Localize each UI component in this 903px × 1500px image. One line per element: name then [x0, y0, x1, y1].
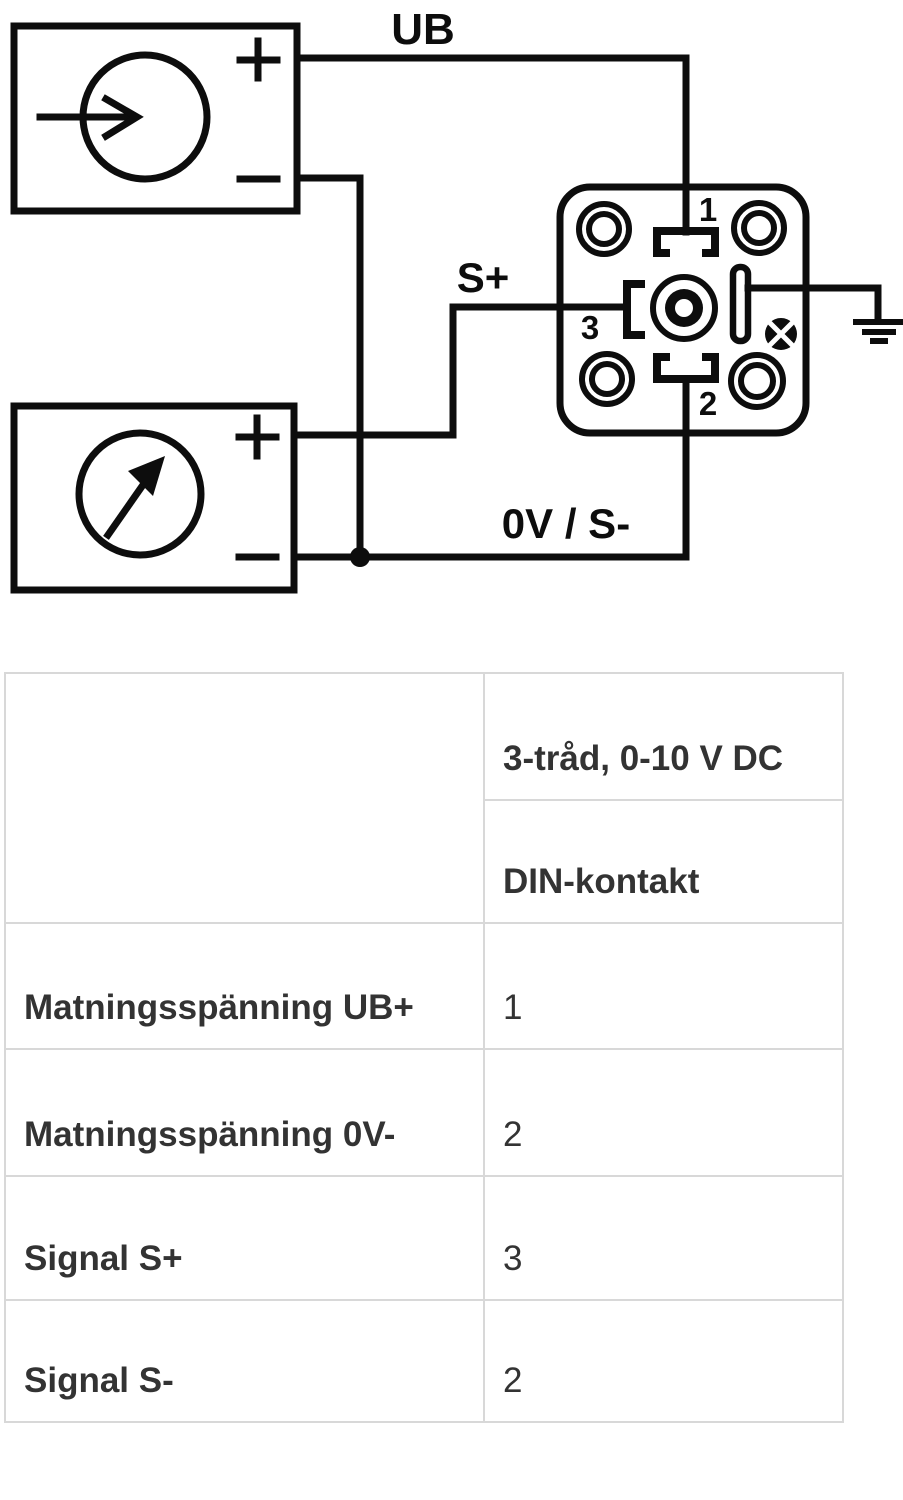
label-pin-3: 3 — [581, 309, 599, 346]
voltmeter-box — [10, 402, 298, 594]
label-pin-1: 1 — [699, 191, 717, 228]
corner-screw-hole-top-left — [576, 201, 632, 257]
table-row: Matningsspänning UB+ 1 — [4, 922, 844, 1050]
earth-pin-contact — [729, 263, 752, 345]
din-connector: 1 2 3 — [556, 183, 810, 437]
pinout-header-wiring-type: 3-tråd, 0-10 V DC — [483, 672, 844, 801]
pinout-row-label: Matningsspänning 0V- — [4, 1048, 485, 1177]
pinout-row-value: 1 — [483, 922, 844, 1050]
corner-screw-hole-bottom-left — [579, 351, 635, 407]
wiring-diagram: UB S+ 0V / S- 1 2 — [10, 5, 903, 594]
corner-screw-hole-top-right — [731, 200, 787, 256]
screw-head — [765, 318, 797, 350]
pin-3-contact — [623, 280, 645, 339]
pin-2-contact — [653, 353, 719, 383]
current-source-arrow-head — [101, 94, 144, 141]
label-pin-2: 2 — [699, 385, 717, 422]
wire-minus-drop — [293, 174, 364, 561]
current-source-box — [10, 22, 301, 215]
pinout-row-value: 2 — [483, 1299, 844, 1423]
corner-screw-hole-bottom-right — [728, 352, 786, 410]
pinout-row-value: 2 — [483, 1048, 844, 1177]
pinout-header-empty-cell — [4, 672, 485, 924]
center-bush — [650, 274, 718, 342]
wire-0v-s-minus — [290, 375, 690, 561]
pinout-header-connector-type: DIN-kontakt — [483, 799, 844, 924]
pinout-row-label: Signal S- — [4, 1299, 485, 1423]
pinout-row-label: Signal S+ — [4, 1175, 485, 1301]
pinout-row-label: Matningsspänning UB+ — [4, 922, 485, 1050]
pinout-table: 3-tråd, 0-10 V DC DIN-kontakt Matningssp… — [4, 672, 844, 1423]
voltmeter-outline — [10, 402, 298, 594]
plus-terminal-bottom — [235, 414, 280, 460]
label-s-plus: S+ — [457, 254, 510, 301]
pin-1-contact — [653, 227, 719, 257]
plus-terminal-top — [236, 37, 281, 82]
label-0v-s-minus: 0V / S- — [502, 500, 630, 547]
wire-earth — [744, 284, 882, 323]
wire-s-plus — [290, 303, 628, 439]
ground-symbol — [853, 319, 903, 344]
label-ub: UB — [391, 5, 455, 54]
table-row: Signal S+ 3 — [4, 1175, 844, 1301]
table-row: Matningsspänning 0V- 2 — [4, 1048, 844, 1177]
voltmeter-circle — [75, 429, 205, 559]
table-row: Signal S- 2 — [4, 1299, 844, 1423]
current-source-outline — [10, 22, 301, 215]
wire-ub — [293, 54, 690, 236]
pinout-row-value: 3 — [483, 1175, 844, 1301]
voltmeter-needle-head — [128, 456, 165, 496]
din-connector-outline — [556, 183, 810, 437]
wire-junction-dot — [350, 547, 370, 567]
